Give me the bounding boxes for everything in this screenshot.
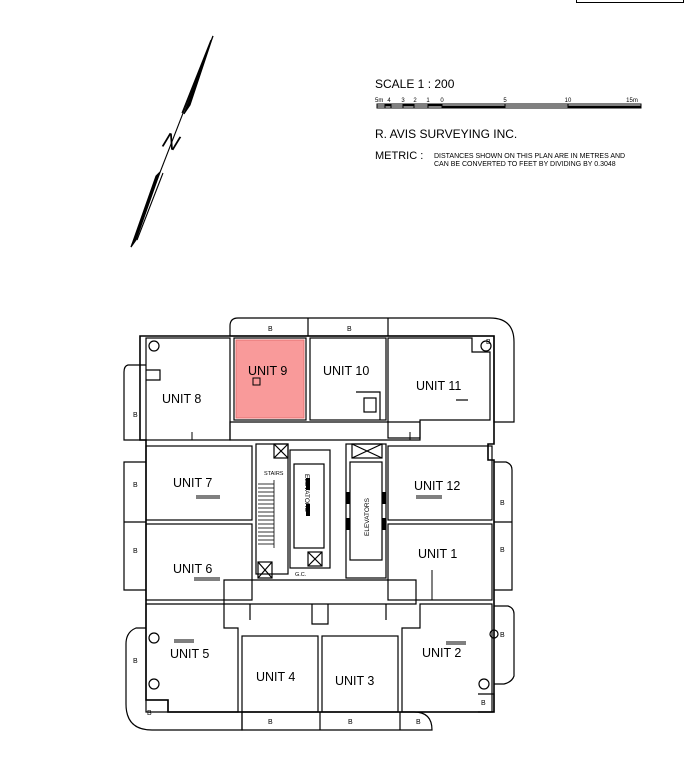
unit-7-label[interactable]: UNIT 7 — [173, 476, 212, 490]
unit-1-outline — [387, 523, 493, 601]
fixture-marks — [174, 432, 466, 645]
unit-8-label[interactable]: UNIT 8 — [162, 392, 201, 406]
corridor-north — [229, 421, 421, 441]
elevator-shaft-east — [349, 461, 383, 561]
metric-note-line2: CAN BE CONVERTED TO FEET BY DIVIDING BY … — [434, 161, 616, 168]
north-symbol: N — [159, 127, 183, 156]
unit-10-outline — [309, 337, 387, 421]
scale-tick: 5m — [375, 98, 383, 104]
unit-2-label[interactable]: UNIT 2 — [422, 646, 461, 660]
unit-5-label[interactable]: UNIT 5 — [170, 647, 209, 661]
scale-tick: 2 — [413, 98, 417, 104]
unit-4-label[interactable]: UNIT 4 — [256, 670, 295, 684]
balcony-label: B — [500, 632, 505, 639]
unit-9-outline — [233, 337, 307, 421]
balcony-label: B — [133, 412, 138, 419]
corner-column — [480, 340, 492, 352]
balcony-label: B — [268, 719, 273, 726]
scale-bar — [376, 103, 642, 109]
unit-1-label[interactable]: UNIT 1 — [418, 547, 457, 561]
balcony-label: B — [481, 700, 486, 707]
scale-tick: 4 — [387, 98, 391, 104]
corridor-south-walls — [249, 604, 387, 625]
unit-8-detail — [146, 369, 161, 381]
gc-label: G.C. — [295, 572, 307, 578]
unit-8-outline — [145, 337, 231, 441]
scale-tick: 5 — [503, 98, 507, 104]
balcony-top — [229, 317, 515, 423]
north-arrow-head — [183, 35, 214, 115]
balcony-labels: B B B B B B B B B B B B B B B — [133, 326, 505, 726]
floor-plan — [123, 317, 515, 731]
stair-shaft-top — [273, 443, 289, 459]
unit-3-label[interactable]: UNIT 3 — [335, 674, 374, 688]
balcony-label: B — [486, 339, 491, 346]
stair-core — [255, 443, 289, 575]
scale-tick-labels: 5m 4 3 2 1 0 5 10 15m — [375, 98, 638, 104]
surveyor-name: R. AVIS SURVEYING INC. — [375, 127, 517, 141]
balcony-label: B — [133, 658, 138, 665]
unit-10-label[interactable]: UNIT 10 — [323, 364, 369, 378]
corner-column — [478, 678, 490, 690]
balcony-label: B — [347, 326, 352, 333]
corner-column — [148, 678, 160, 690]
balcony-label: B — [416, 719, 421, 726]
elevators-label-east: ELEVATORS — [364, 497, 371, 536]
elevator-shaft-top-east — [351, 443, 383, 459]
balcony-bottom-left — [125, 627, 243, 731]
unit-6-outline — [145, 523, 253, 601]
stair-shaft-bottom — [257, 561, 273, 579]
corner-column — [489, 629, 499, 639]
stair-treads — [258, 480, 275, 548]
unit-2-outline — [401, 603, 493, 713]
stairs-label: STAIRS — [264, 471, 284, 477]
unit-12-outline — [387, 445, 493, 521]
scale-tick: 10 — [565, 98, 572, 104]
unit-6-label[interactable]: UNIT 6 — [173, 562, 212, 576]
elevator-core-west — [289, 449, 331, 569]
unit-9-label[interactable]: UNIT 9 — [248, 364, 287, 378]
scale-tick: 3 — [401, 98, 405, 104]
elevators-label-west: ELEVATORS — [303, 474, 310, 513]
corner-column — [148, 340, 160, 352]
north-arrow: N — [130, 35, 214, 248]
scale-title: SCALE 1 : 200 — [375, 77, 455, 91]
north-arrow-tail — [130, 171, 161, 248]
unit-4-outline — [241, 635, 319, 713]
balcony-label: B — [500, 547, 505, 554]
balcony-label: B — [348, 719, 353, 726]
balcony-right-mid — [494, 461, 513, 591]
unit-11-outline — [387, 337, 491, 439]
north-arrow-upper-line — [181, 39, 212, 114]
elevator-shaft-west — [293, 463, 325, 549]
balcony-left-mid — [123, 461, 146, 591]
unit-labels: UNIT 8 UNIT 9 UNIT 10 UNIT 11 UNIT 7 UNI… — [162, 364, 461, 688]
balcony-label: B — [500, 500, 505, 507]
gc-shaft — [307, 551, 323, 567]
balcony-label: B — [147, 710, 152, 717]
scale-tick: 15m — [626, 98, 638, 104]
north-arrow-lower-line — [136, 172, 164, 241]
balcony-label: B — [133, 482, 138, 489]
corner-column — [148, 632, 160, 644]
unit-10-closet — [363, 397, 377, 413]
unit-10-detail — [356, 391, 381, 420]
scale-tick: 0 — [440, 98, 444, 104]
metric-note-line1: DISTANCES SHOWN ON THIS PLAN ARE IN METR… — [434, 153, 625, 160]
unit-11-label[interactable]: UNIT 11 — [416, 379, 461, 393]
unit-7-outline — [145, 445, 253, 521]
corridor-south — [223, 579, 417, 605]
metric-label: METRIC : — [375, 150, 423, 162]
balcony-left-upper — [123, 364, 146, 441]
unit-9-marker — [252, 377, 261, 386]
scale-tick: 1 — [426, 98, 430, 104]
balcony-right-lower — [494, 605, 515, 685]
balcony-label: B — [268, 326, 273, 333]
balcony-label: B — [133, 548, 138, 555]
unit-3-outline — [321, 635, 399, 713]
unit-9-highlight[interactable] — [235, 339, 305, 419]
unit-12-label[interactable]: UNIT 12 — [414, 479, 460, 493]
